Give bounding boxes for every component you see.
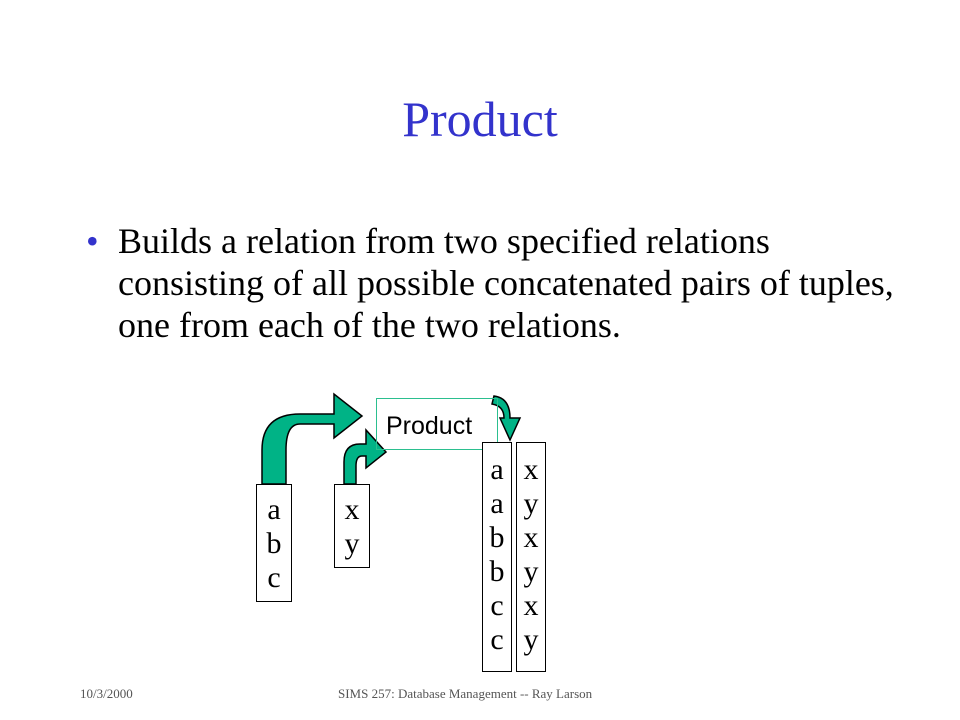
product-operator-label: Product	[386, 412, 473, 440]
result-left-cell: b	[489, 555, 505, 588]
footer-course: SIMS 257: Database Management -- Ray Lar…	[338, 686, 593, 701]
page-title: Product	[402, 91, 558, 147]
result-right-cell: x	[523, 453, 539, 486]
result-left-cell: c	[490, 589, 504, 622]
bullet-dot-icon: •	[86, 221, 99, 261]
input-arrow-2	[343, 428, 388, 485]
result-right-cell: x	[523, 589, 539, 622]
product-operator-box	[376, 398, 498, 450]
bullet-text: Builds a relation from two specified rel…	[118, 221, 894, 345]
relation-a-cell: b	[266, 527, 282, 560]
result-right-cell: y	[523, 487, 539, 520]
result-left-cell: a	[490, 487, 504, 520]
result-left-cell: b	[489, 521, 505, 554]
relation-a-cell: a	[267, 493, 281, 526]
result-right-cell: x	[523, 521, 539, 554]
result-left-cell: a	[490, 453, 504, 486]
result-right-cell: y	[523, 555, 539, 588]
input-arrow-1	[261, 392, 364, 485]
relation-b-cell: x	[344, 493, 360, 526]
relation-b-box: x y	[334, 484, 370, 568]
relation-a-cell: c	[267, 561, 281, 594]
result-right-cell: y	[523, 623, 539, 656]
result-left-cell: c	[490, 623, 504, 656]
result-left-column: a a b b c c	[482, 442, 512, 672]
footer-date: 10/3/2000	[80, 686, 133, 701]
relation-b-cell: y	[344, 527, 360, 560]
relation-a-box: a b c	[256, 484, 292, 602]
result-right-column: x y x y x y	[516, 442, 546, 672]
bullet-item: • Builds a relation from two specified r…	[86, 220, 906, 346]
